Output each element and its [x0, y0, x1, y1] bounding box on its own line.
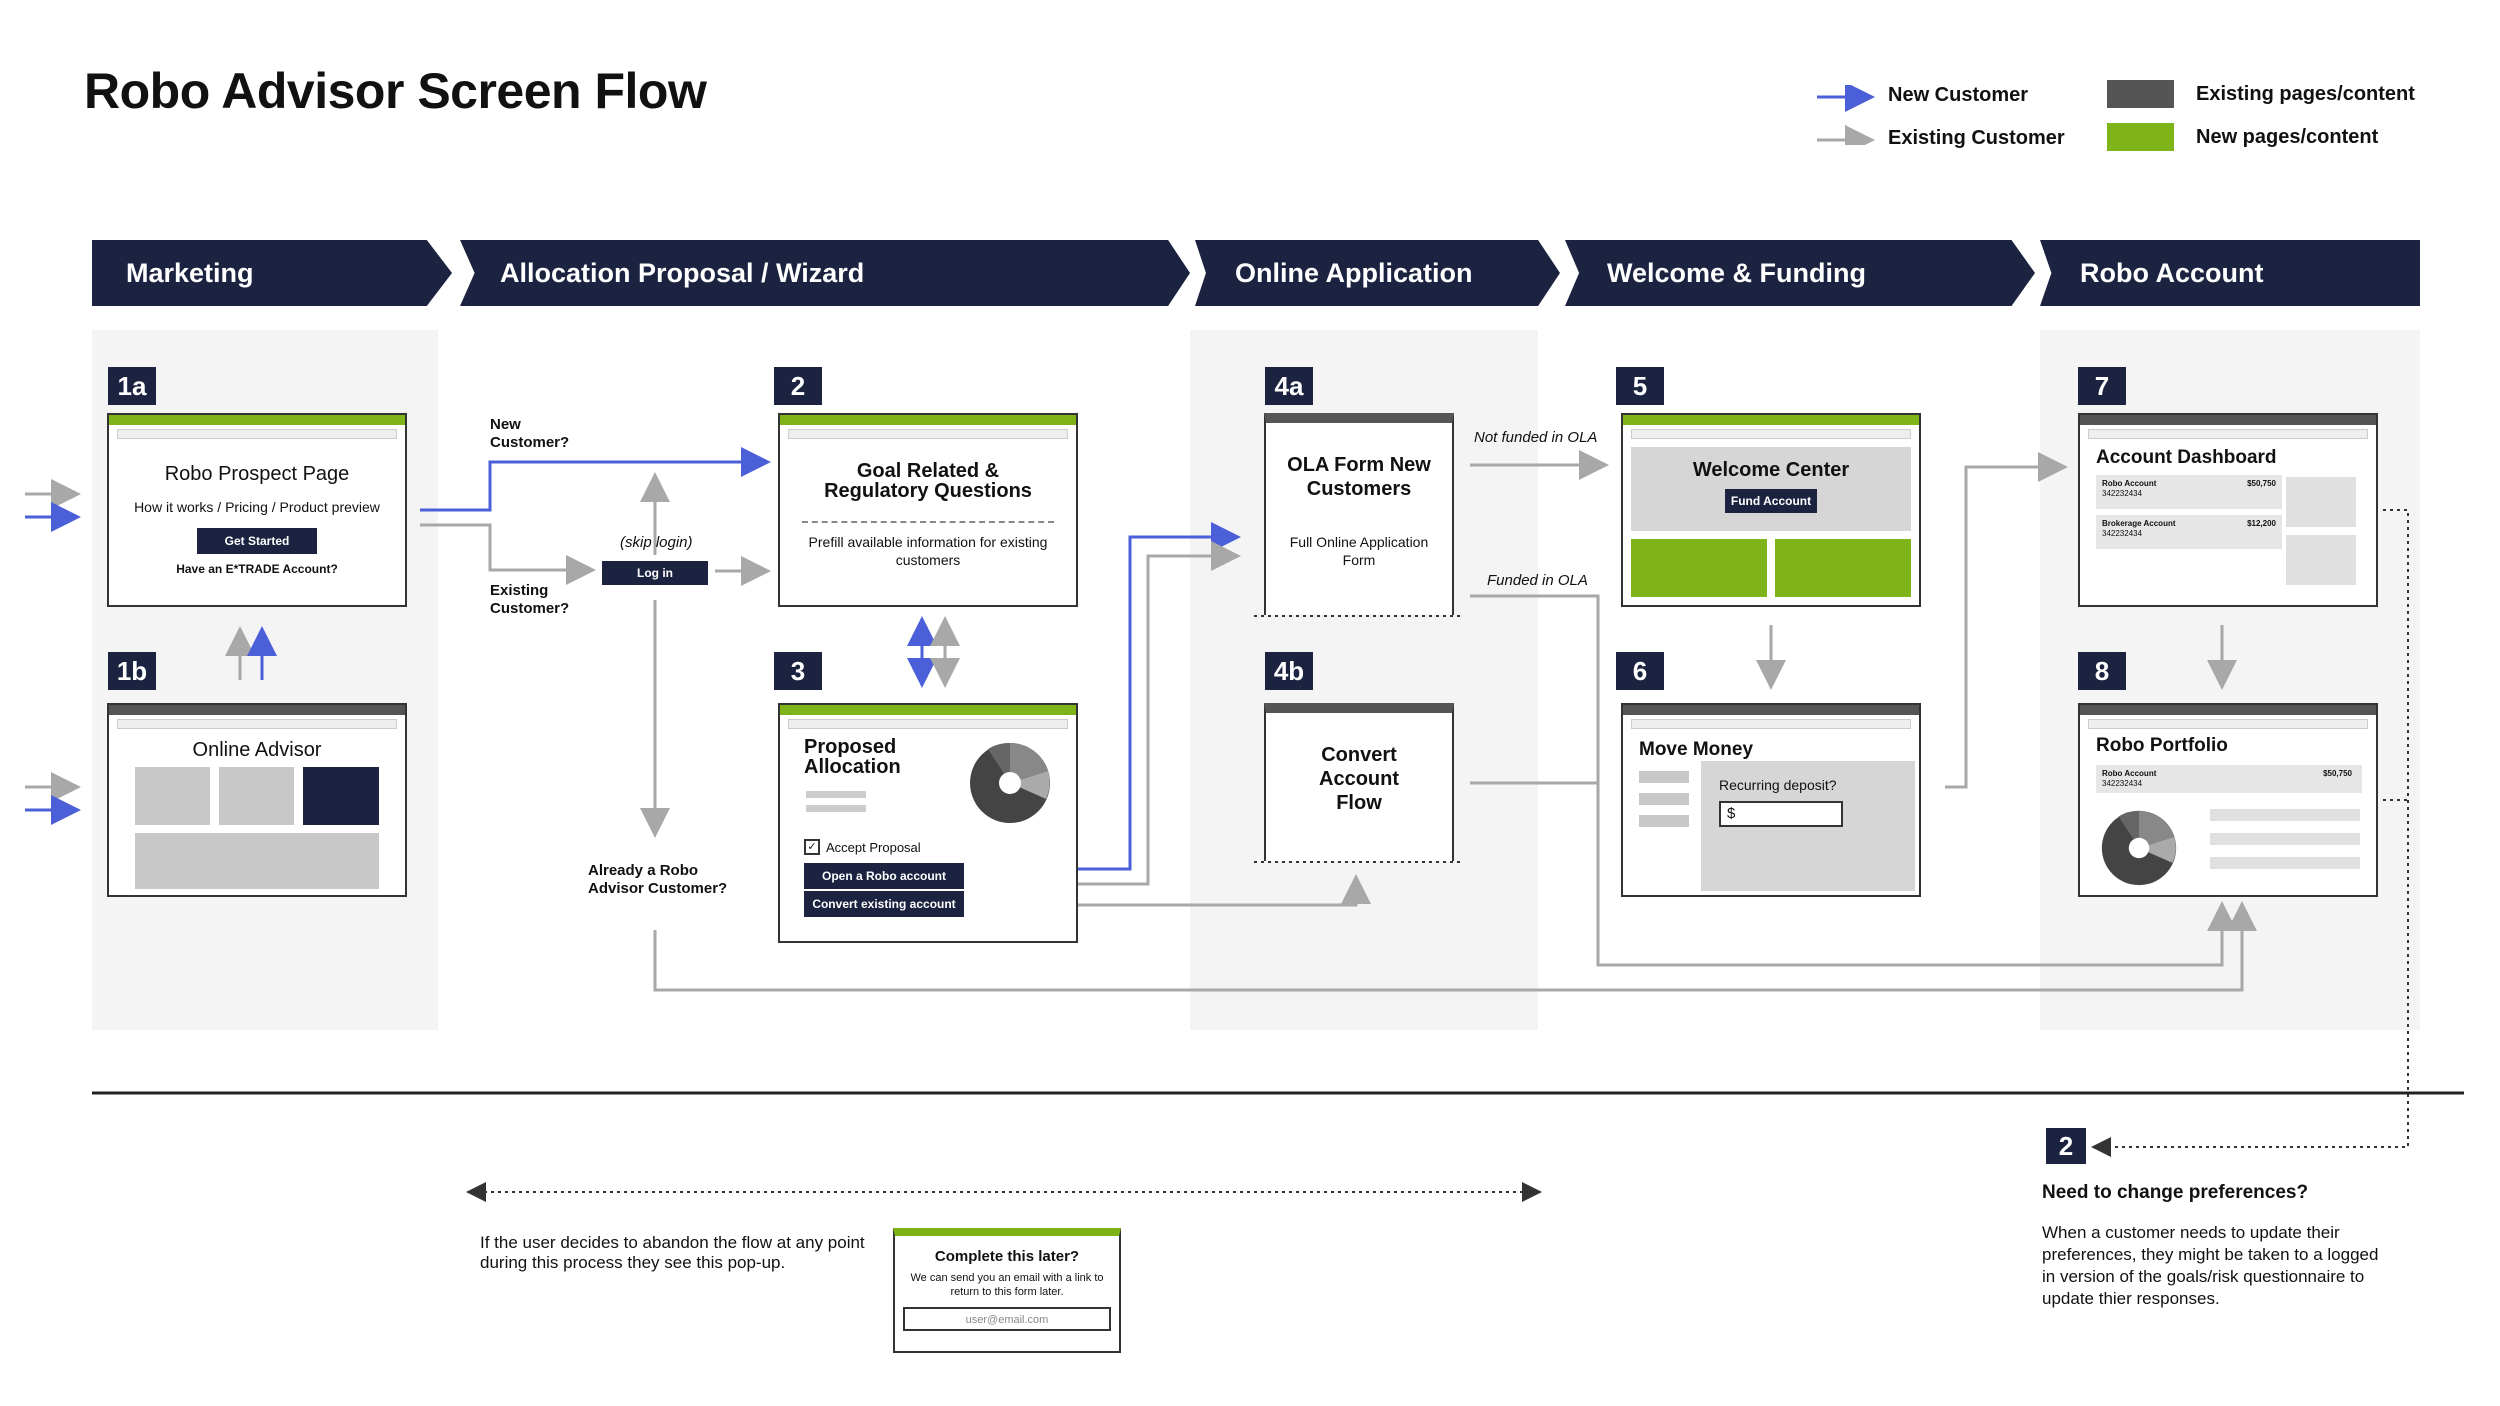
- existing-pages-swatch: [2107, 80, 2174, 108]
- screen-goal-questions[interactable]: Goal Related & Regulatory Questions Pref…: [778, 413, 1078, 607]
- allocation-pie-icon: [970, 742, 1050, 823]
- screen-title: Robo Prospect Page: [164, 463, 350, 485]
- new-customer-question: New Customer?: [490, 416, 570, 451]
- screen-title: Proposed Allocation: [804, 736, 901, 778]
- screen-subtitle: How it works / Pricing / Product preview: [134, 499, 380, 515]
- complete-later-popup[interactable]: Complete this later? We can send you an …: [893, 1228, 1121, 1353]
- brokerage-account-row[interactable]: Brokerage Account 342232434 $12,200: [2096, 515, 2282, 549]
- legend-arrows: [1817, 85, 1875, 145]
- badge-2: 2: [774, 367, 822, 405]
- badge-7: 7: [2078, 367, 2126, 405]
- legend-existing-pages: Existing pages/content: [2196, 83, 2415, 105]
- legend-existing-customer: Existing Customer: [1888, 127, 2065, 149]
- fund-account-button[interactable]: Fund Account: [1725, 489, 1817, 513]
- screen-welcome-center[interactable]: Welcome Center Fund Account: [1621, 413, 1921, 607]
- stage-welcome-funding: Welcome & Funding: [1565, 240, 2035, 306]
- popup-text: We can send you an email with a link to …: [910, 1272, 1104, 1298]
- badge-4a: 4a: [1265, 367, 1313, 405]
- new-pages-swatch: [2107, 123, 2174, 151]
- badge-5: 5: [1616, 367, 1664, 405]
- page-title: Robo Advisor Screen Flow: [84, 63, 707, 119]
- legend-new-pages: New pages/content: [2196, 126, 2379, 148]
- screen-robo-prospect-page[interactable]: Robo Prospect Page How it works / Pricin…: [107, 413, 407, 607]
- stage-robo-account: Robo Account: [2040, 240, 2420, 306]
- deposit-amount-input[interactable]: $: [1719, 801, 1843, 827]
- recurring-deposit-label: Recurring deposit?: [1719, 777, 1837, 793]
- get-started-button[interactable]: Get Started: [197, 528, 317, 554]
- robo-account-row[interactable]: Robo Account 342232434 $50,750: [2096, 475, 2282, 509]
- badge-4b: 4b: [1265, 652, 1313, 690]
- screen-robo-portfolio[interactable]: Robo Portfolio Robo Account 342232434 $5…: [2078, 703, 2378, 897]
- skip-login-label: (skip login): [620, 534, 693, 551]
- badge-1a: 1a: [108, 367, 156, 405]
- legend-new-customer: New Customer: [1888, 84, 2029, 106]
- badge-6: 6: [1616, 652, 1664, 690]
- screen-title: OLA Form New Customers: [1287, 454, 1431, 500]
- funded-label: Funded in OLA: [1487, 572, 1588, 589]
- screen-title: Account Dashboard: [2096, 447, 2277, 468]
- already-robo-label: Already a Robo Advisor Customer?: [588, 862, 728, 897]
- screen-move-money[interactable]: Move Money Recurring deposit? $: [1621, 703, 1921, 897]
- popup-title: Complete this later?: [934, 1248, 1080, 1265]
- accept-checkbox[interactable]: ✓: [804, 839, 820, 855]
- accept-proposal-label: Accept Proposal: [826, 839, 921, 855]
- screen-online-advisor[interactable]: Online Advisor: [107, 703, 407, 897]
- etrade-account-link[interactable]: Have an E*TRADE Account?: [176, 562, 338, 576]
- badge-8: 8: [2078, 652, 2126, 690]
- stage-marketing: Marketing: [92, 240, 452, 306]
- badge-preferences: 2: [2046, 1128, 2086, 1164]
- screen-subtitle: Full Online Application Form: [1289, 534, 1429, 568]
- existing-customer-question: Existing Customer?: [490, 582, 570, 617]
- screen-title: Move Money: [1639, 739, 1754, 760]
- screen-title: Robo Portfolio: [2096, 735, 2228, 756]
- login-button[interactable]: Log in: [602, 561, 708, 585]
- preferences-heading: Need to change preferences?: [2042, 1182, 2309, 1203]
- screen-title: Convert Account Flow: [1319, 744, 1399, 814]
- portfolio-pie-icon: [2101, 810, 2177, 886]
- badge-1b: 1b: [108, 652, 156, 690]
- screen-ola-form[interactable]: OLA Form New Customers Full Online Appli…: [1264, 413, 1454, 615]
- stage-allocation: Allocation Proposal / Wizard: [460, 240, 1190, 306]
- open-robo-account-button[interactable]: Open a Robo account: [804, 863, 964, 889]
- not-funded-label: Not funded in OLA: [1474, 429, 1598, 446]
- screen-title: Online Advisor: [192, 739, 322, 761]
- stage-online-application: Online Application: [1195, 240, 1560, 306]
- badge-3: 3: [774, 652, 822, 690]
- preferences-text: When a customer needs to update their pr…: [2042, 1223, 2379, 1308]
- prefill-note: Prefill available information for existi…: [808, 534, 1048, 568]
- abandon-text: If the user decides to abandon the flow …: [480, 1233, 865, 1272]
- convert-account-button[interactable]: Convert existing account: [804, 891, 964, 917]
- screen-proposed-allocation[interactable]: Proposed Allocation ✓ Accept Proposal Op…: [778, 703, 1078, 943]
- screen-title: Goal Related & Regulatory Questions: [824, 460, 1032, 502]
- robo-account-row[interactable]: Robo Account 342232434 $50,750: [2096, 765, 2362, 793]
- screen-account-dashboard[interactable]: Account Dashboard Robo Account 342232434…: [2078, 413, 2378, 607]
- screen-convert-account[interactable]: Convert Account Flow: [1264, 703, 1454, 861]
- chat-bubble-icon: [303, 767, 379, 825]
- email-input[interactable]: user@email.com: [903, 1307, 1111, 1331]
- screen-title: Welcome Center: [1692, 459, 1850, 481]
